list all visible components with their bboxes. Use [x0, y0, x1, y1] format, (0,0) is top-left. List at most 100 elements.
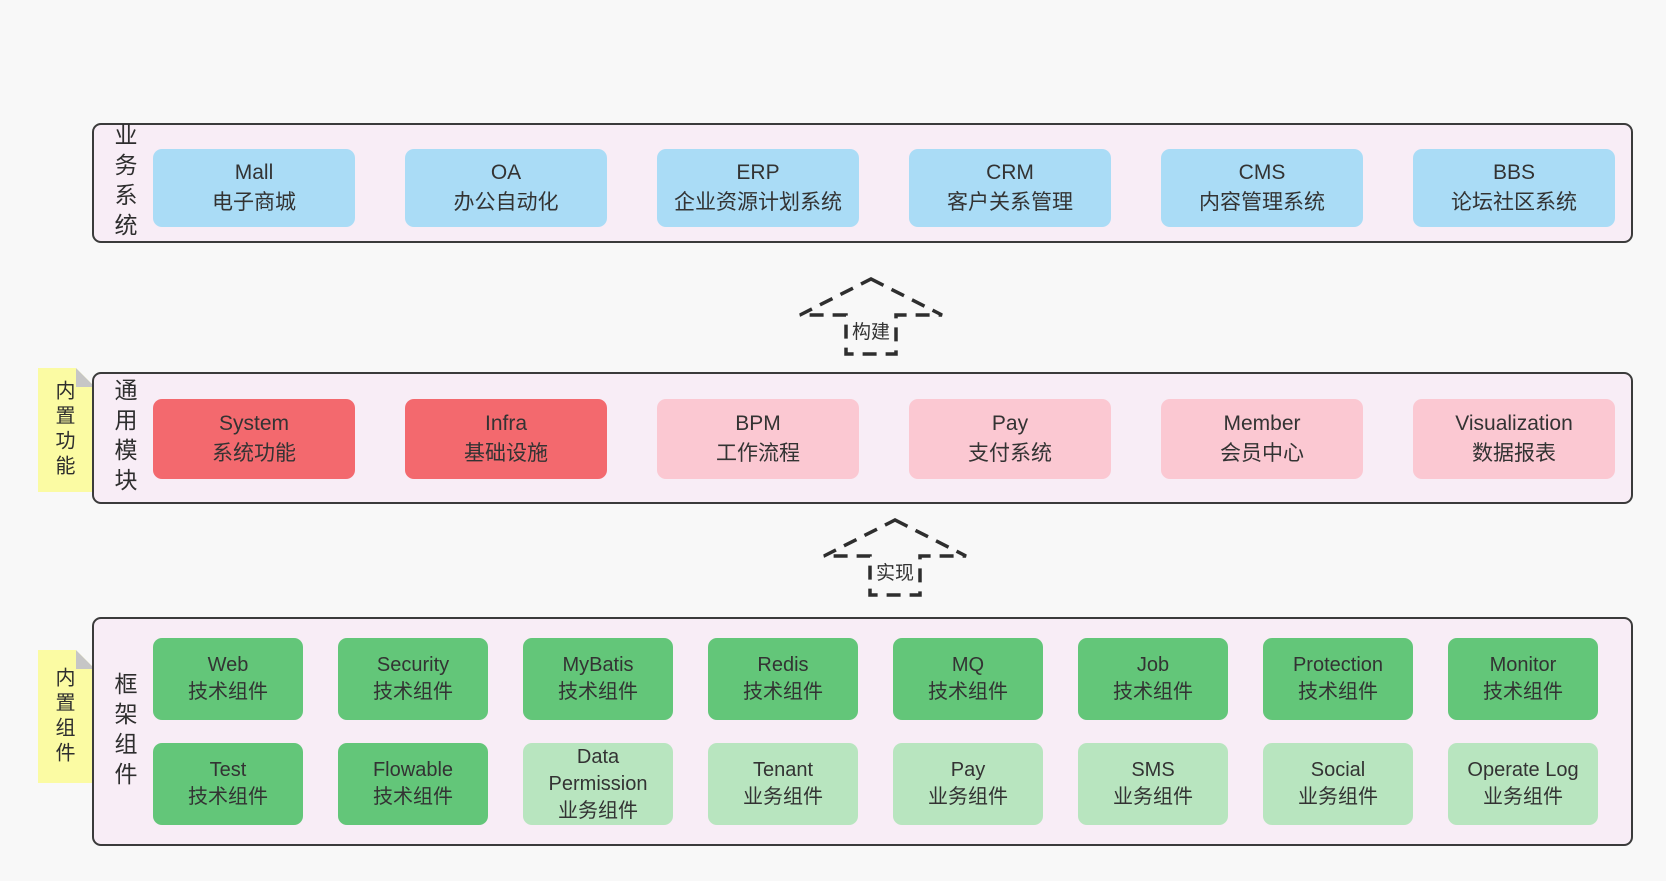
box-pay-component: Pay 业务组件 — [893, 743, 1043, 825]
box-title: Pay — [950, 759, 986, 781]
box-title: BBS — [1492, 160, 1536, 184]
box-subtitle: 技术组件 — [188, 681, 268, 703]
box-subtitle: 技术组件 — [373, 681, 453, 703]
box-monitor: Monitor 技术组件 — [1448, 638, 1598, 720]
box-title: BPM — [735, 411, 781, 435]
box-title: System — [218, 411, 289, 435]
arrow-build: 构建 — [796, 277, 946, 357]
box-web: Web 技术组件 — [153, 638, 303, 720]
box-infra: Infra 基础设施 — [405, 399, 607, 479]
box-member: Member 会员中心 — [1161, 399, 1363, 479]
box-title: MyBatis — [562, 654, 634, 676]
box-subtitle: 支付系统 — [968, 442, 1052, 465]
box-social: Social 业务组件 — [1263, 743, 1413, 825]
box-subtitle: 论坛社区系统 — [1451, 191, 1577, 214]
box-subtitle: 内容管理系统 — [1199, 191, 1325, 214]
box-subtitle: 技术组件 — [928, 681, 1008, 703]
sticky-label: 内置组件 — [52, 666, 74, 767]
box-subtitle: 客户关系管理 — [947, 191, 1073, 214]
box-title: CMS — [1238, 160, 1286, 184]
band-framework-components: 框架组件 Web 技术组件 Security 技术组件 MyBatis 技术组件… — [92, 617, 1633, 846]
box-tenant: Tenant 业务组件 — [708, 743, 858, 825]
box-operate-log: Operate Log 业务组件 — [1448, 743, 1598, 825]
box-flowable: Flowable 技术组件 — [338, 743, 488, 825]
box-title: OA — [490, 160, 522, 184]
box-subtitle: 会员中心 — [1220, 442, 1304, 465]
box-subtitle: 技术组件 — [1298, 681, 1378, 703]
box-job: Job 技术组件 — [1078, 638, 1228, 720]
box-system: System 系统功能 — [153, 399, 355, 479]
box-title: Visualization — [1455, 411, 1573, 435]
box-data-permission: Data Permission 业务组件 — [523, 743, 673, 825]
arrow-implement: 实现 — [820, 518, 970, 598]
box-title: Protection — [1292, 654, 1384, 676]
box-subtitle: 系统功能 — [212, 442, 296, 465]
band-common-modules: 通用模块 System 系统功能 Infra 基础设施 BPM 工作流程 Pay… — [92, 372, 1633, 504]
band-label: 业务系统 — [111, 123, 137, 243]
arrow-label: 实现 — [872, 558, 918, 585]
box-title: Infra — [484, 411, 528, 435]
up-block-arrow-icon — [799, 277, 943, 356]
box-bbs: BBS 论坛社区系统 — [1413, 149, 1615, 227]
sticky-label: 内置功能 — [52, 380, 74, 480]
box-erp: ERP 企业资源计划系统 — [657, 149, 859, 227]
box-title: Pay — [991, 411, 1029, 435]
box-oa: OA 办公自动化 — [405, 149, 607, 227]
box-title: SMS — [1131, 759, 1175, 781]
box-subtitle: 业务组件 — [1113, 786, 1193, 808]
box-mall: Mall 电子商城 — [153, 149, 355, 227]
box-title: MQ — [951, 654, 985, 676]
box-subtitle: 技术组件 — [558, 681, 638, 703]
box-redis: Redis 技术组件 — [708, 638, 858, 720]
box-mq: MQ 技术组件 — [893, 638, 1043, 720]
box-title: Operate Log — [1467, 759, 1579, 781]
box-title: Data Permission — [548, 745, 648, 795]
box-subtitle: 技术组件 — [1113, 681, 1193, 703]
box-pay-module: Pay 支付系统 — [909, 399, 1111, 479]
box-title: Monitor — [1489, 654, 1557, 676]
box-subtitle: 业务组件 — [928, 786, 1008, 808]
box-test: Test 技术组件 — [153, 743, 303, 825]
box-title: Test — [209, 759, 247, 781]
box-title: ERP — [736, 160, 780, 184]
band-business-systems: 业务系统 Mall 电子商城 OA 办公自动化 ERP 企业资源计划系统 CRM… — [92, 123, 1633, 243]
box-subtitle: 业务组件 — [558, 799, 638, 822]
box-subtitle: 业务组件 — [1483, 786, 1563, 808]
up-block-arrow-icon — [823, 518, 967, 597]
box-title: CRM — [986, 160, 1034, 184]
box-subtitle: 办公自动化 — [453, 191, 559, 214]
box-subtitle: 技术组件 — [743, 681, 823, 703]
box-subtitle: 技术组件 — [1483, 681, 1563, 703]
box-subtitle: 基础设施 — [464, 442, 548, 465]
sticky-note-builtin-features: 内置功能 — [38, 368, 95, 492]
box-subtitle: 技术组件 — [373, 786, 453, 808]
box-title: Web — [207, 654, 249, 676]
box-subtitle: 业务组件 — [743, 786, 823, 808]
box-title: Redis — [757, 654, 809, 676]
box-bpm: BPM 工作流程 — [657, 399, 859, 479]
band-label: 框架组件 — [111, 671, 137, 792]
box-title: Mall — [234, 160, 274, 184]
box-subtitle: 业务组件 — [1298, 786, 1378, 808]
box-mybatis: MyBatis 技术组件 — [523, 638, 673, 720]
box-visualization: Visualization 数据报表 — [1413, 399, 1615, 479]
arrow-label: 构建 — [848, 317, 894, 344]
box-title: Job — [1136, 654, 1170, 676]
box-subtitle: 企业资源计划系统 — [674, 191, 842, 214]
box-security: Security 技术组件 — [338, 638, 488, 720]
box-crm: CRM 客户关系管理 — [909, 149, 1111, 227]
box-title: Tenant — [752, 759, 814, 781]
box-title: Social — [1310, 759, 1366, 781]
box-subtitle: 电子商城 — [212, 191, 296, 214]
band-label: 通用模块 — [111, 378, 137, 498]
box-subtitle: 数据报表 — [1472, 442, 1556, 465]
box-title: Flowable — [372, 759, 454, 781]
box-title: Security — [376, 654, 450, 676]
box-protection: Protection 技术组件 — [1263, 638, 1413, 720]
box-subtitle: 技术组件 — [188, 786, 268, 808]
box-subtitle: 工作流程 — [716, 442, 800, 465]
box-title: Member — [1223, 411, 1301, 435]
sticky-note-builtin-components: 内置组件 — [38, 650, 95, 783]
box-sms: SMS 业务组件 — [1078, 743, 1228, 825]
